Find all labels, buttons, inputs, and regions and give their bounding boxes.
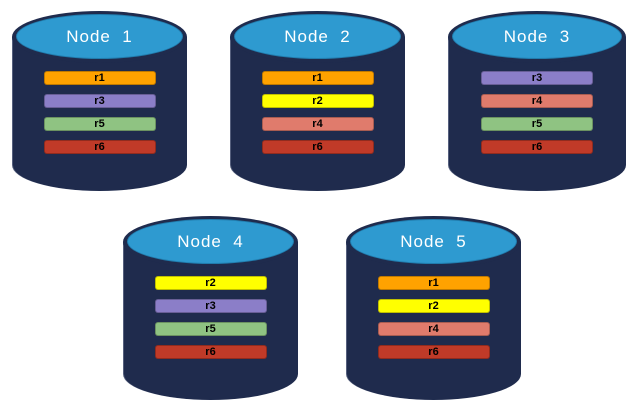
cylinder-top-face: Node 4 xyxy=(127,219,294,264)
replica-bar-r6: r6 xyxy=(377,345,490,359)
replica-bar-r3: r3 xyxy=(154,299,267,313)
replica-bar-r5: r5 xyxy=(43,117,156,131)
cylinder-top-rim: Node 1 xyxy=(12,11,187,63)
node-title: Node 3 xyxy=(503,26,571,46)
node-cylinder-2: Node 2 r1 r2 r4 r6 xyxy=(230,11,405,191)
replica-list: r1 r2 r4 r6 xyxy=(230,71,405,154)
replica-bar-r4: r4 xyxy=(377,322,490,336)
replica-bar-r3: r3 xyxy=(43,94,156,108)
node-cylinder-4: Node 4 r2 r3 r5 r6 xyxy=(123,216,298,400)
replica-bar-r1: r1 xyxy=(43,71,156,85)
replica-list: r1 r2 r4 r6 xyxy=(346,276,521,359)
replica-bar-r6: r6 xyxy=(154,345,267,359)
cylinder-top-rim: Node 5 xyxy=(346,216,521,268)
replica-bar-r6: r6 xyxy=(481,140,593,154)
replica-list: r3 r4 r5 r6 xyxy=(448,71,626,154)
cylinder-top-rim: Node 2 xyxy=(230,11,405,63)
replica-bar-r2: r2 xyxy=(377,299,490,313)
replica-bar-r5: r5 xyxy=(154,322,267,336)
cylinder-top-face: Node 2 xyxy=(234,14,401,59)
cylinder-body xyxy=(123,242,298,400)
replica-bar-r6: r6 xyxy=(261,140,374,154)
replica-bar-r2: r2 xyxy=(154,276,267,290)
replica-bar-r1: r1 xyxy=(377,276,490,290)
node-title: Node 1 xyxy=(66,26,133,46)
replica-bar-r5: r5 xyxy=(481,117,593,131)
node-cylinder-3: Node 3 r3 r4 r5 r6 xyxy=(448,11,626,191)
replica-bar-r4: r4 xyxy=(481,94,593,108)
cylinder-top-rim: Node 4 xyxy=(123,216,298,268)
node-cylinder-1: Node 1 r1 r3 r5 r6 xyxy=(12,11,187,191)
replica-bar-r3: r3 xyxy=(481,71,593,85)
cylinder-top-face: Node 1 xyxy=(16,14,183,59)
node-title: Node 5 xyxy=(400,231,467,251)
replica-list: r2 r3 r5 r6 xyxy=(123,276,298,359)
node-title: Node 4 xyxy=(177,231,244,251)
replica-list: r1 r3 r5 r6 xyxy=(12,71,187,154)
cylinder-body xyxy=(346,242,521,400)
cylinder-top-face: Node 5 xyxy=(350,219,517,264)
replica-bar-r6: r6 xyxy=(43,140,156,154)
replica-bar-r2: r2 xyxy=(261,94,374,108)
node-cylinder-5: Node 5 r1 r2 r4 r6 xyxy=(346,216,521,400)
cylinder-top-rim: Node 3 xyxy=(448,11,626,63)
replica-bar-r1: r1 xyxy=(261,71,374,85)
cylinder-top-face: Node 3 xyxy=(452,14,622,59)
replica-bar-r4: r4 xyxy=(261,117,374,131)
node-title: Node 2 xyxy=(284,26,351,46)
